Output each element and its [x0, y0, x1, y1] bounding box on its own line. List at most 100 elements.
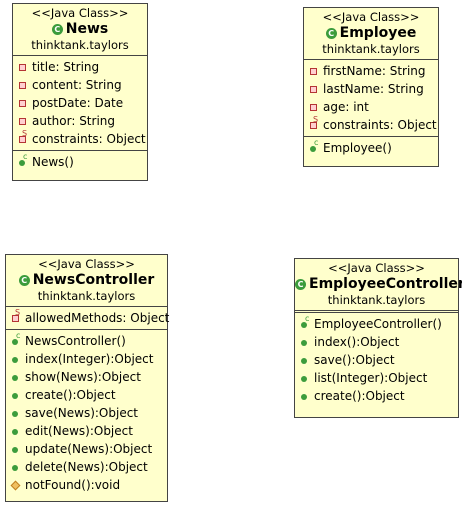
public-method-icon	[10, 353, 22, 365]
stereotype-label: <<Java Class>>	[31, 6, 129, 20]
public-method-icon	[299, 390, 311, 402]
operation-row[interactable]: News()	[17, 153, 147, 171]
class-name-text: NewsController	[32, 272, 155, 288]
attribute-text: postDate: Date	[32, 96, 124, 110]
operation-row[interactable]: notFound():void	[10, 476, 167, 494]
private-field-icon	[17, 97, 29, 109]
private-field-icon	[17, 115, 29, 127]
attribute-row[interactable]: title: String	[17, 58, 147, 76]
operation-row[interactable]: edit(News):Object	[10, 422, 167, 440]
attribute-text: title: String	[32, 60, 100, 74]
attribute-text: firstName: String	[323, 64, 426, 78]
package-label: thinktank.taylors	[327, 293, 426, 307]
attributes-section: firstName: String lastName: String age: in…	[304, 60, 438, 136]
private-field-icon	[17, 79, 29, 91]
private-static-field-icon	[308, 116, 320, 131]
private-field-icon	[308, 65, 320, 77]
operation-text: index():Object	[314, 335, 400, 349]
attribute-row[interactable]: author: String	[17, 112, 147, 130]
private-field-icon	[308, 101, 320, 113]
package-label: thinktank.taylors	[31, 38, 129, 52]
private-field-icon	[308, 83, 320, 95]
operation-text: save():Object	[314, 353, 395, 367]
public-method-icon	[299, 336, 311, 348]
operation-text: edit(News):Object	[25, 424, 133, 438]
operation-row[interactable]: create():Object	[10, 386, 167, 404]
class-name-text: EmployeeController	[309, 276, 462, 292]
attribute-row[interactable]: content: String	[17, 76, 147, 94]
operation-text: index(Integer):Object	[25, 352, 154, 366]
operation-text: save(News):Object	[25, 406, 139, 420]
operation-row[interactable]: NewsController()	[10, 332, 167, 350]
operation-row[interactable]: create():Object	[299, 387, 458, 405]
public-method-icon	[10, 443, 22, 455]
operation-row[interactable]: list(Integer):Object	[299, 369, 458, 387]
attribute-row[interactable]: constraints: Object	[308, 116, 438, 134]
stereotype-label: <<Java Class>>	[38, 257, 135, 271]
operation-text: update(News):Object	[25, 442, 153, 456]
operation-text: create():Object	[314, 389, 405, 403]
class-icon: C	[325, 27, 337, 39]
public-method-icon	[10, 371, 22, 383]
operation-text: News()	[32, 155, 74, 169]
operation-row[interactable]: update(News):Object	[10, 440, 167, 458]
constructor-icon	[17, 153, 29, 168]
protected-method-icon	[10, 479, 22, 491]
attribute-text: content: String	[32, 78, 122, 92]
public-method-icon	[10, 425, 22, 437]
attribute-row[interactable]: constraints: Object	[17, 130, 147, 148]
constructor-icon	[308, 139, 320, 154]
private-field-icon	[17, 61, 29, 73]
operation-row[interactable]: save(News):Object	[10, 404, 167, 422]
attribute-row[interactable]: lastName: String	[308, 80, 438, 98]
attribute-row[interactable]: age: int	[308, 98, 438, 116]
attribute-row[interactable]: allowedMethods: Object	[10, 309, 170, 327]
operations-section: Employee()	[304, 136, 438, 159]
operation-row[interactable]: show(News):Object	[10, 368, 167, 386]
operation-text: NewsController()	[25, 334, 126, 348]
class-name-text: News	[65, 21, 109, 37]
attribute-text: lastName: String	[323, 82, 424, 96]
class-icon: C	[51, 23, 63, 35]
operation-row[interactable]: index():Object	[299, 333, 458, 351]
public-method-icon	[10, 389, 22, 401]
operation-text: create():Object	[25, 388, 116, 402]
attribute-text: allowedMethods: Object	[25, 311, 170, 325]
operation-text: notFound():void	[25, 478, 121, 492]
constructor-icon	[299, 315, 311, 330]
operation-text: Employee()	[323, 141, 392, 155]
constructor-icon	[10, 332, 22, 347]
operation-row[interactable]: EmployeeController()	[299, 315, 458, 333]
operation-text: show(News):Object	[25, 370, 141, 384]
operation-row[interactable]: save():Object	[299, 351, 458, 369]
operation-row[interactable]: Employee()	[308, 139, 438, 157]
attribute-text: age: int	[323, 100, 369, 114]
operations-section: EmployeeController() index():Object save()…	[295, 313, 458, 407]
class-name-text: Employee	[339, 25, 417, 41]
public-method-icon	[299, 354, 311, 366]
operation-row[interactable]: index(Integer):Object	[10, 350, 167, 368]
operations-section: NewsController() index(Integer):Object sho…	[6, 329, 167, 496]
operation-text: EmployeeController()	[314, 317, 442, 331]
public-method-icon	[10, 407, 22, 419]
private-static-field-icon	[17, 130, 29, 145]
attribute-row[interactable]: postDate: Date	[17, 94, 147, 112]
operation-row[interactable]: delete(News):Object	[10, 458, 167, 476]
operations-section: News()	[13, 150, 147, 173]
attribute-row[interactable]: firstName: String	[308, 62, 438, 80]
private-static-field-icon	[10, 309, 22, 324]
attributes-section: title: String content: String postDate: Da…	[13, 56, 147, 150]
attributes-section: allowedMethods: Object	[6, 307, 170, 329]
operation-text: delete(News):Object	[25, 460, 148, 474]
